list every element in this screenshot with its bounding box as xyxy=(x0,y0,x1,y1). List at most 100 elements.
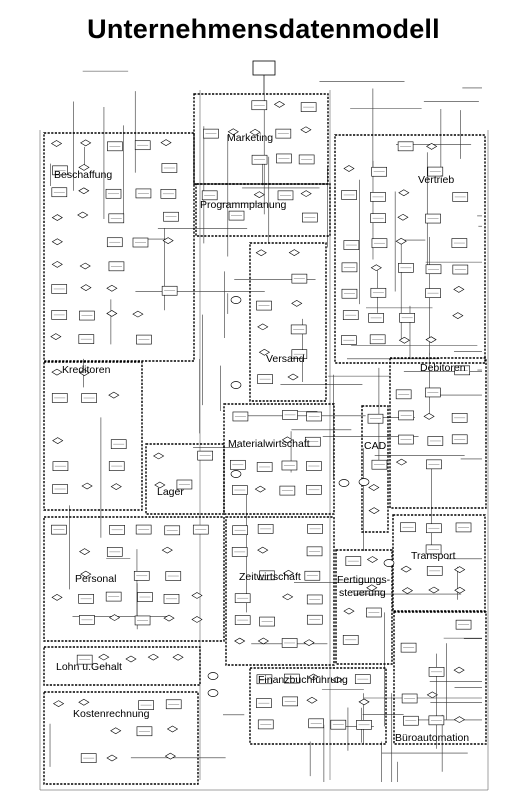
relationship-diamond xyxy=(51,238,63,246)
relationship-diamond xyxy=(51,594,63,601)
relationship-diamond xyxy=(307,673,320,681)
relationship-diamond xyxy=(166,725,179,733)
relationship-diamond xyxy=(80,139,92,147)
relationship-diamond xyxy=(234,637,246,645)
relationship-diamond xyxy=(78,187,90,195)
relationship-diamond xyxy=(227,128,239,136)
module-label-kostenrechnung: Kostenrechnung xyxy=(73,708,150,720)
relationship-diamond xyxy=(255,249,267,257)
module-label-transport: Transport xyxy=(411,550,456,562)
relationship-diamond xyxy=(453,286,465,293)
relationship-diamond xyxy=(401,587,414,594)
module-box-lager xyxy=(145,443,225,515)
relationship-diamond xyxy=(258,348,270,356)
module-label-cad: CAD xyxy=(364,440,387,452)
module-label-kreditoren: Kreditoren xyxy=(62,364,111,376)
relationship-diamond xyxy=(79,548,91,555)
relationship-diamond xyxy=(106,754,118,762)
relationship-diamond xyxy=(425,336,437,344)
module-label-line: Vertrieb xyxy=(418,174,454,186)
relationship-diamond xyxy=(257,323,269,331)
root-entity xyxy=(252,60,276,76)
relationship-diamond xyxy=(147,653,159,661)
module-box-finanzbuchfuehrung xyxy=(249,667,387,745)
junction-node xyxy=(230,470,242,478)
relationship-diamond xyxy=(153,452,165,460)
relationship-diamond xyxy=(397,213,409,221)
module-box-versand xyxy=(249,242,327,402)
relationship-diamond xyxy=(254,485,266,493)
relationship-diamond xyxy=(191,616,203,623)
relationship-diamond xyxy=(79,262,91,270)
relationship-diamond xyxy=(358,698,370,706)
module-label-line: Materialwirtschaft xyxy=(228,438,310,450)
module-box-kreditoren xyxy=(43,361,143,511)
relationship-diamond xyxy=(426,143,438,150)
relationship-diamond xyxy=(453,716,466,723)
relationship-diamond xyxy=(454,566,466,573)
relationship-diamond xyxy=(395,237,407,245)
module-label-fertigungssteuerung: Fertigungs-steuerung xyxy=(337,574,391,599)
relationship-diamond xyxy=(428,586,440,594)
junction-node xyxy=(338,479,350,487)
module-label-line: Lohn u.Gehalt xyxy=(56,661,122,673)
relationship-diamond xyxy=(51,261,63,268)
relationship-diamond xyxy=(257,546,269,554)
relationship-diamond xyxy=(257,637,269,645)
relationship-diamond xyxy=(398,336,410,344)
relationship-diamond xyxy=(163,614,175,622)
relationship-diamond xyxy=(343,607,355,615)
junction-node xyxy=(207,672,219,680)
module-boxes xyxy=(43,93,487,785)
module-label-line: Programmplanung xyxy=(200,199,287,211)
relationship-diamond xyxy=(370,264,382,272)
module-box-programmplanung xyxy=(195,183,331,237)
module-box-materialwirtschaft xyxy=(223,403,335,515)
module-box-marketing xyxy=(193,93,329,185)
junction-node xyxy=(230,381,242,389)
module-label-line: Transport xyxy=(411,550,456,562)
page-title: Unternehmensdatenmodell xyxy=(87,14,440,44)
module-label-line: Zeitwirtschaft xyxy=(239,571,301,583)
module-box-fertigungssteuerung xyxy=(335,549,393,665)
relationship-diamond xyxy=(331,676,343,684)
module-label-line: Kostenrechnung xyxy=(73,708,150,720)
relationship-diamond xyxy=(291,300,303,307)
relationship-diamond xyxy=(368,484,380,491)
relationship-diamond xyxy=(368,507,380,514)
relationship-diamond xyxy=(51,214,63,221)
relationship-diamond xyxy=(395,458,408,466)
module-label-line: Lager xyxy=(157,486,184,498)
module-label-line: Debitoren xyxy=(420,362,466,374)
relationship-diamond xyxy=(80,284,92,291)
module-box-cad xyxy=(361,405,389,533)
relationship-diamond xyxy=(303,639,315,647)
module-label-vertrieb: Vertrieb xyxy=(418,174,454,186)
module-label-materialwirtschaft: Materialwirtschaft xyxy=(228,438,310,450)
relationship-diamond xyxy=(80,570,92,578)
relationship-diamond xyxy=(398,189,410,197)
relationship-diamond xyxy=(98,653,110,661)
relationship-diamond xyxy=(106,310,118,317)
relationship-diamond xyxy=(288,249,300,256)
relationship-diamond xyxy=(453,666,465,674)
module-label-finanzbuchfuehrung: Finanzbuchführung xyxy=(258,674,348,686)
module-label-personal: Personal xyxy=(75,573,116,585)
module-label-line: steuerung xyxy=(339,587,386,599)
module-label-line: Kreditoren xyxy=(62,364,111,376)
relationship-diamond xyxy=(52,437,64,444)
junction-node xyxy=(358,478,370,486)
module-label-beschaffung: Beschaffung xyxy=(54,169,112,181)
junction-node xyxy=(383,559,395,567)
relationship-diamond xyxy=(51,368,63,376)
relationship-diamond xyxy=(164,752,176,760)
relationship-diamond xyxy=(110,483,122,490)
module-label-line: CAD xyxy=(364,440,387,452)
relationship-diamond xyxy=(282,593,294,601)
relationship-diamond xyxy=(191,592,203,599)
relationship-diamond xyxy=(50,333,62,340)
entity-symbols xyxy=(50,60,472,763)
relationship-diamond xyxy=(300,190,312,197)
